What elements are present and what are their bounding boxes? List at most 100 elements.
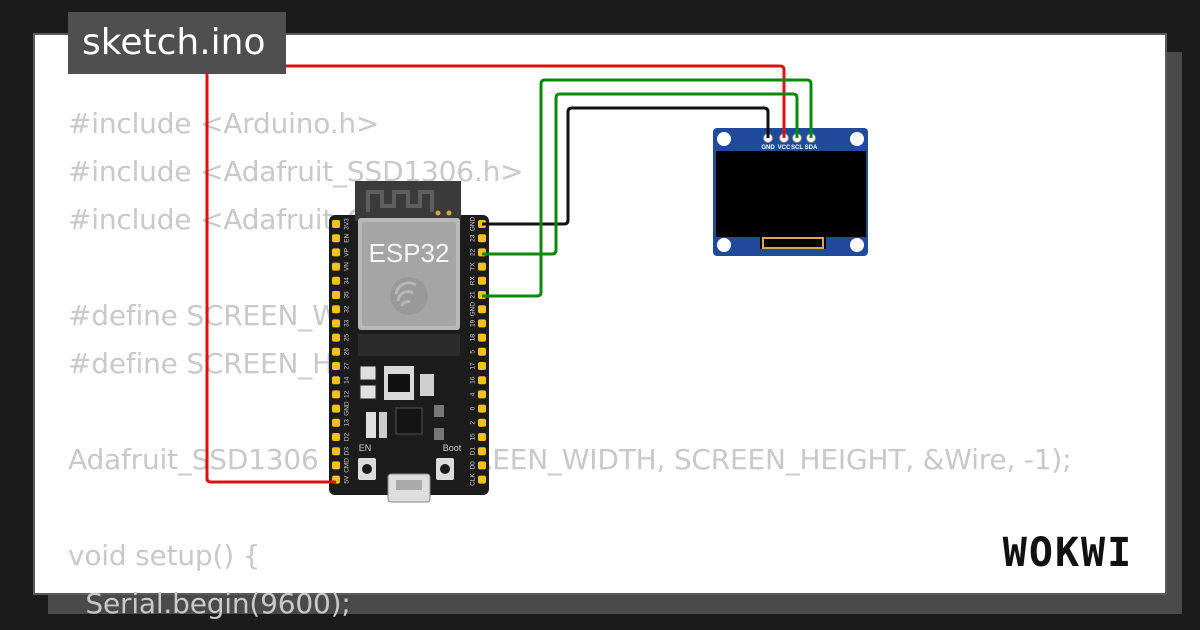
pin-label: 4 [470,392,477,396]
pin-label: 2 [470,421,477,425]
pin-label: 23 [470,234,477,242]
pin-label: 5V [344,475,351,484]
pin-label: 5 [470,350,477,354]
pin-label: CMD [344,458,351,473]
esp32-board[interactable]: ESP32 EN Boot 3V3ENVPVN34353233252627141… [329,181,489,503]
usb-uart-chip [395,407,423,435]
wire-vcc-5v[interactable] [205,64,786,484]
pin-label: 13 [344,419,351,427]
pin-d1[interactable] [478,447,486,456]
pin-27[interactable] [332,362,340,370]
pin-label: 3V3 [344,218,351,230]
code-line: Serial.begin(9600); [68,587,351,620]
en-label: EN [359,443,372,453]
code-line: void setup() { [68,539,261,572]
oled-pin-label: VCC [778,145,791,151]
wire-scl-22[interactable] [482,92,799,256]
pin-18[interactable] [478,333,486,342]
pin-13[interactable] [332,418,340,427]
pin-label: 0 [470,406,477,410]
pin-label: 14 [344,376,351,384]
pin-label: 35 [344,291,351,299]
antenna-trace [366,190,434,212]
pin-label: 34 [344,277,351,285]
pin-d3[interactable] [332,447,340,456]
pin-4[interactable] [478,390,486,399]
pin-33[interactable] [332,319,340,328]
pin-label: VP [344,248,351,257]
pin-2[interactable] [478,418,486,427]
pin-34[interactable] [332,276,340,285]
pin-en[interactable] [332,234,340,243]
pin-tx[interactable] [478,262,486,271]
pin-23[interactable] [478,234,486,243]
code-line: #include <Arduino.h> [68,107,380,140]
pin-label: 21 [470,291,477,299]
pin-label: EN [344,233,351,242]
pin-rx[interactable] [478,276,486,285]
pin-15[interactable] [478,433,486,441]
pin-label: 27 [344,362,351,370]
pin-label: GND [470,302,477,317]
pin-label: RX [470,276,477,286]
wire-gnd[interactable] [482,106,770,226]
pin-label: GND [470,216,477,231]
pin-label: 26 [344,348,351,356]
wokwi-logo: WOKWI [1003,530,1133,576]
pin-19[interactable] [478,319,486,328]
code-line: #include <Adafruit_SSD1306.h> [68,155,524,188]
pin-label: 18 [470,334,477,342]
pin-label: GND [344,401,351,416]
oled-pin-label: SDA [805,145,818,151]
pin-14[interactable] [332,376,340,385]
oled-screen [716,151,866,237]
oled-pin-label: GND [761,145,775,151]
espressif-logo-icon [390,277,428,315]
pin-label: 33 [344,319,351,327]
pin-clk[interactable] [478,475,486,484]
pin-label: 22 [470,248,477,256]
preview-card [33,33,1167,595]
wokwi-wordmark: WOKWI [1003,530,1133,576]
pin-5[interactable] [478,347,486,356]
pin-gnd[interactable] [478,305,486,314]
pin-label: 15 [470,433,477,441]
pin-16[interactable] [478,376,486,385]
pin-3v3[interactable] [332,220,340,228]
oled-pin-label: SCL [791,145,803,151]
pin-label: D2 [344,432,351,441]
chip-label: ESP32 [369,238,450,268]
pin-label: VN [344,262,351,271]
pin-label: D0 [470,461,477,470]
pin-32[interactable] [332,305,340,314]
wire-sda-21[interactable] [482,78,813,298]
pin-25[interactable] [332,333,340,342]
pin-26[interactable] [332,347,340,356]
pin-35[interactable] [332,291,340,299]
pin-0[interactable] [478,404,486,413]
pin-label: 17 [470,362,477,370]
pin-cmd[interactable] [332,461,340,470]
pin-label: 25 [344,334,351,342]
boot-label: Boot [443,443,462,453]
pin-label: 16 [470,376,477,384]
pin-label: 19 [470,319,477,327]
pin-12[interactable] [332,390,340,399]
pin-gnd[interactable] [332,404,340,413]
pin-vp[interactable] [332,248,340,257]
pin-d0[interactable] [478,461,486,470]
pin-d2[interactable] [332,433,340,441]
pin-label: D1 [470,447,477,456]
pin-label: D3 [344,447,351,456]
pin-17[interactable] [478,362,486,370]
sketch-tab[interactable]: sketch.ino [68,12,286,74]
pin-label: TX [470,262,477,271]
pin-vn[interactable] [332,262,340,271]
pin-label: 12 [344,390,351,398]
pin-label: CLK [470,473,477,486]
pin-label: 32 [344,305,351,313]
